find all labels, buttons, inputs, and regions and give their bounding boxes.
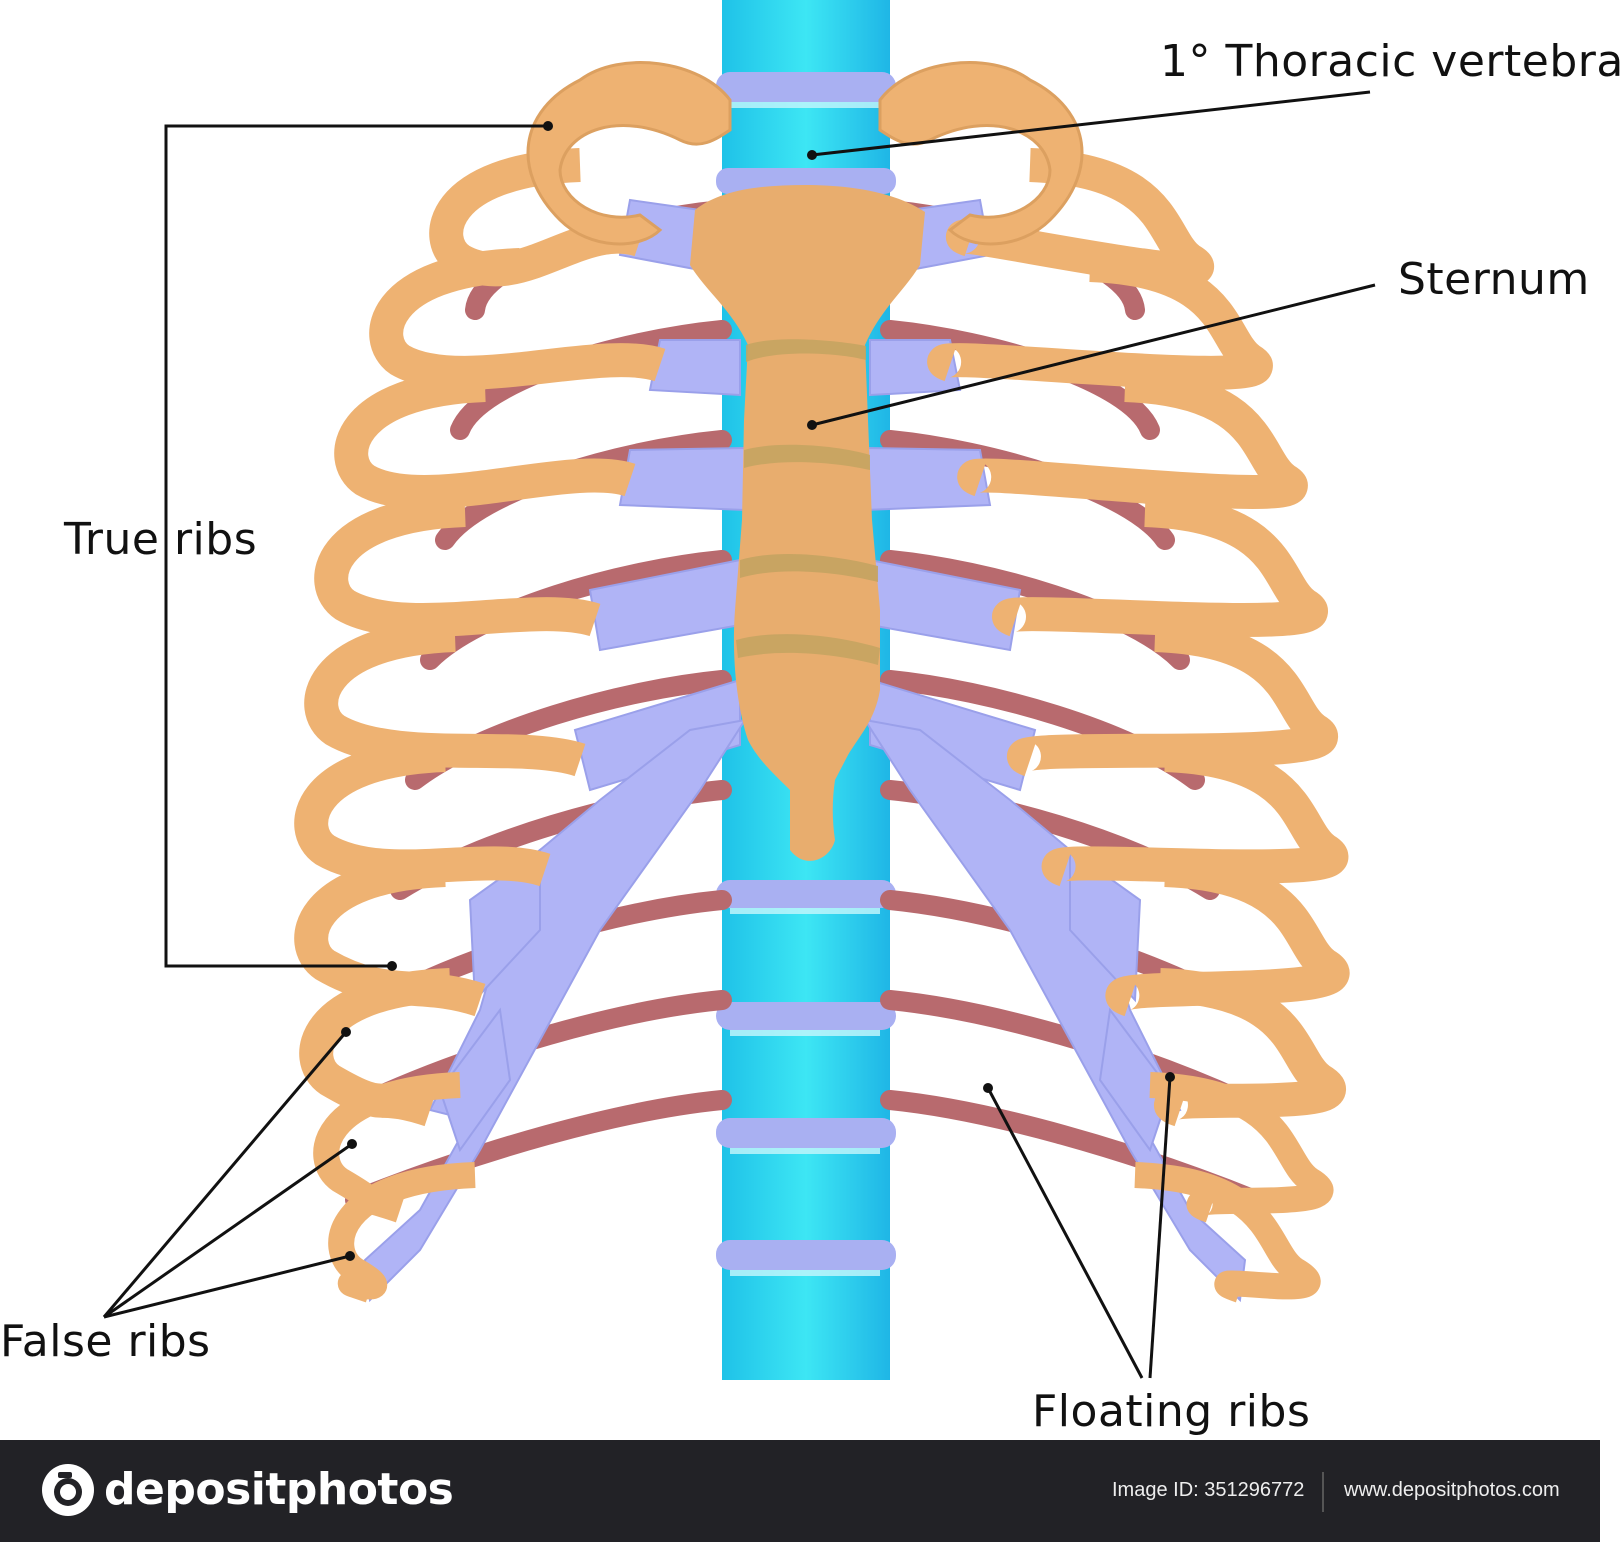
anterior-rib — [304, 618, 586, 777]
camera-logo-icon — [42, 1464, 94, 1516]
image-id: Image ID: 351296772 — [1112, 1479, 1305, 1501]
anterior-rib — [1007, 618, 1338, 777]
leader-dots — [341, 121, 1175, 1261]
footer-divider — [1322, 1472, 1324, 1512]
label-true-ribs: True ribs — [64, 514, 258, 565]
website-url[interactable]: www.depositphotos.com — [1344, 1479, 1560, 1501]
anterior-rib — [314, 493, 601, 637]
costal-cartilage — [363, 198, 1247, 1303]
brand-name: depositphotos — [104, 1464, 454, 1515]
anterior-rib — [294, 738, 551, 887]
anterior-rib — [1134, 1162, 1321, 1303]
label-false-ribs: False ribs — [0, 1316, 211, 1367]
anterior-ribs — [294, 148, 1350, 1303]
footer-bar: depositphotos Image ID: 351296772 www.de… — [0, 1440, 1600, 1542]
sternum — [690, 185, 925, 861]
label-sternum: Sternum — [1398, 254, 1590, 305]
anterior-rib — [334, 368, 636, 509]
anterior-rib — [957, 368, 1308, 509]
anterior-rib — [1041, 738, 1349, 887]
first-ribs — [526, 61, 1084, 246]
anterior-rib — [369, 248, 666, 390]
anterior-rib — [328, 1162, 476, 1303]
label-thoracic-vertebra: 1° Thoracic vertebra — [1160, 36, 1624, 87]
leader-lines — [102, 90, 1376, 1379]
anterior-rib — [1105, 853, 1350, 1017]
rib-cage-diagram: 1° Thoracic vertebra Sternum True ribs F… — [0, 0, 1623, 1437]
anterior-rib — [927, 248, 1273, 390]
label-floating-ribs: Floating ribs — [1032, 1386, 1311, 1437]
anterior-rib — [992, 493, 1328, 637]
